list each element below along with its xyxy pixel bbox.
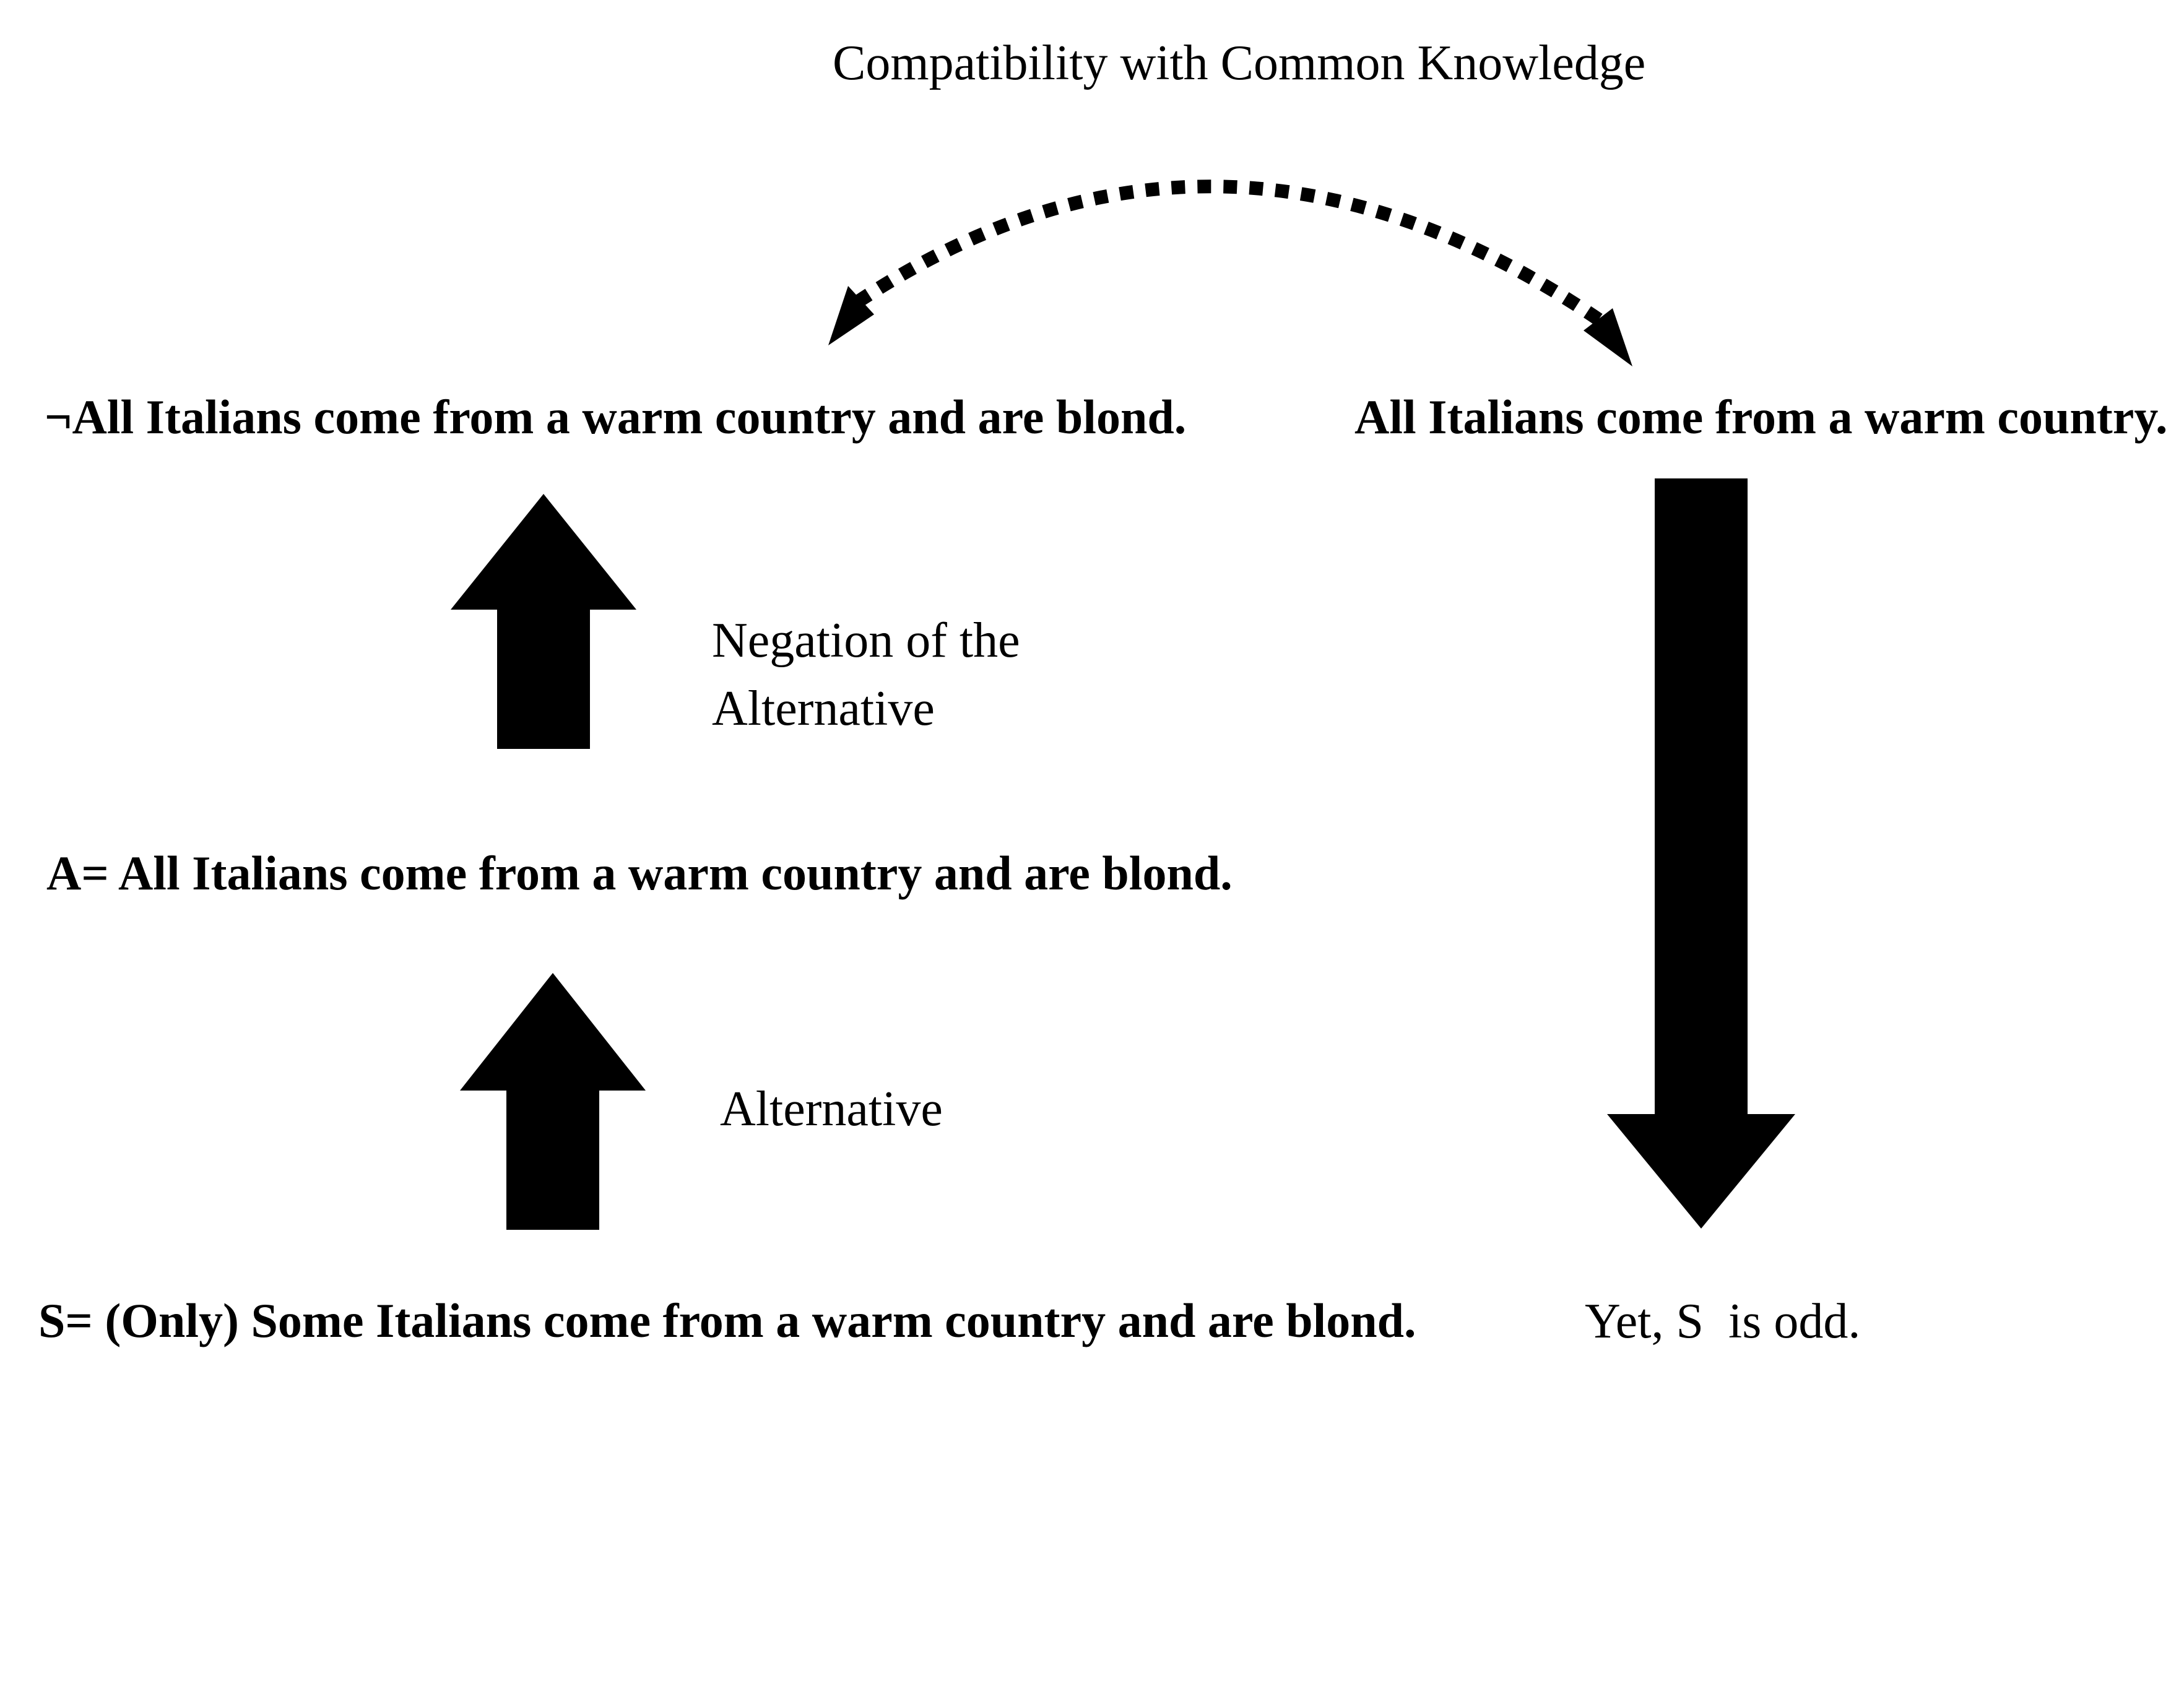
alternative-a-node: A= All Italians come from a warm country… — [46, 846, 1233, 900]
negation-up-arrow — [451, 494, 636, 749]
compatibility-arrowhead-right — [1584, 308, 1632, 366]
compatibility-curve — [853, 179, 1605, 327]
compatibility-arrowhead-left — [828, 286, 874, 345]
negation-edge-label: Negation of the Alternative — [712, 613, 1020, 737]
alternative-edge-label: Alternative — [720, 1082, 943, 1136]
negated-alternative-node: ¬All Italians come from a warm country a… — [45, 390, 1187, 444]
entailment-down-arrow — [1607, 478, 1795, 1229]
alternative-up-arrow — [460, 973, 646, 1230]
conclusion-node: Yet, S is odd. — [1585, 1294, 1861, 1349]
common-knowledge-node: All Italians come from a warm country. — [1354, 390, 2168, 444]
diagram-title: Compatibility with Common Knowledge — [833, 36, 1646, 90]
sentence-s-node: S= (Only) Some Italians come from a warm… — [38, 1294, 1416, 1347]
